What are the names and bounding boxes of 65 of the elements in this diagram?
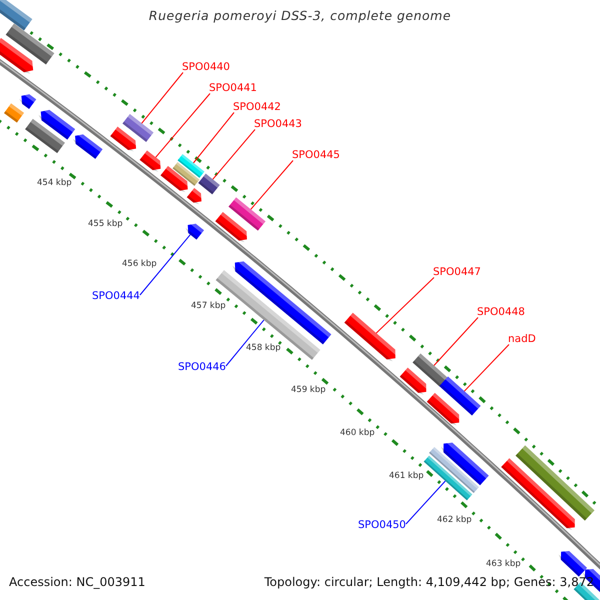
gene-bar bbox=[501, 458, 576, 530]
footer-text: Accession: NC_003911 bbox=[9, 576, 146, 588]
gene-bar bbox=[516, 445, 594, 521]
gene-label: SPO0440 bbox=[182, 62, 230, 72]
gene-bar bbox=[426, 392, 461, 426]
gene-bar bbox=[25, 118, 65, 154]
gene-label: SPO0445 bbox=[292, 150, 340, 160]
gene-bar bbox=[558, 550, 588, 577]
gene-bar bbox=[424, 456, 472, 500]
leader-line bbox=[433, 317, 478, 366]
gene-bar bbox=[140, 150, 162, 172]
gene-label: SPO0448 bbox=[477, 307, 525, 318]
gene-label: nadD bbox=[508, 334, 536, 344]
gene-bar bbox=[440, 442, 489, 486]
leader-line bbox=[250, 160, 294, 210]
gene-bar bbox=[186, 188, 203, 204]
leader-line bbox=[141, 72, 184, 124]
gene-bar bbox=[160, 166, 190, 192]
scale-label: 462 kbp bbox=[437, 516, 472, 524]
leader-line bbox=[155, 93, 210, 158]
gene-bar bbox=[178, 154, 204, 178]
gene-bar bbox=[6, 24, 54, 64]
scale-label: 458 kbp bbox=[246, 344, 281, 352]
gene-bar bbox=[439, 376, 481, 416]
gene-bar bbox=[429, 446, 479, 494]
scale-label: 455 kbp bbox=[88, 220, 123, 228]
leader-line bbox=[464, 344, 510, 392]
leader-line bbox=[212, 129, 256, 180]
gene-bar bbox=[0, 38, 35, 74]
scale-label: 454 kbp bbox=[37, 179, 72, 188]
gene-label: SPO0441 bbox=[209, 83, 257, 94]
gene-bar bbox=[72, 134, 103, 159]
gene-label: SPO0444 bbox=[92, 291, 140, 302]
gene-bar bbox=[186, 223, 204, 240]
gene-bar bbox=[172, 162, 200, 186]
gene-bar bbox=[344, 312, 398, 362]
gene-bar bbox=[228, 197, 266, 231]
gene-label: SPO0447 bbox=[433, 267, 481, 278]
scale-label: 463 kbp bbox=[486, 560, 521, 568]
gene-label: SPO0443 bbox=[254, 119, 302, 130]
gene-label: SPO0442 bbox=[233, 102, 281, 112]
leader-line bbox=[139, 234, 191, 296]
gene-bar bbox=[215, 212, 248, 242]
diagram-title: Ruegeria pomeroyi DSS-3, complete genome bbox=[148, 10, 452, 22]
gene-bar bbox=[122, 114, 154, 142]
gene-bar bbox=[19, 94, 36, 109]
gene-bar bbox=[4, 103, 24, 123]
gene-bar bbox=[0, 0, 32, 30]
leader-line bbox=[376, 277, 434, 334]
leader-line bbox=[405, 480, 446, 524]
gene-bar bbox=[110, 126, 138, 152]
gene-bar bbox=[38, 110, 76, 140]
leader-line bbox=[225, 320, 264, 366]
scale-label: 461 kbp bbox=[389, 472, 424, 480]
scale-label: 459 kbp bbox=[291, 386, 326, 394]
gene-bar bbox=[198, 174, 220, 194]
gene-bar bbox=[232, 260, 332, 344]
scale-label: 456 kbp bbox=[122, 260, 157, 268]
gene-label: SPO0450 bbox=[358, 520, 406, 530]
gene-label: SPO0446 bbox=[178, 362, 226, 372]
scale-label: 460 kbp bbox=[340, 429, 375, 438]
scale-label: 457 kbp bbox=[191, 302, 226, 310]
leader-line bbox=[193, 112, 234, 164]
gene-bar bbox=[412, 354, 448, 386]
gene-bar bbox=[400, 368, 428, 395]
